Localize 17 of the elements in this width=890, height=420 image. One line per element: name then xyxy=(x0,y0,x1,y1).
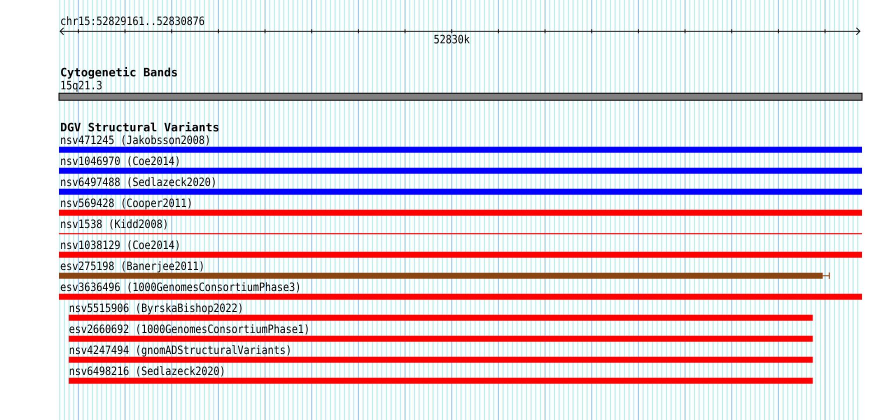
track-title: DGV Structural Variants xyxy=(60,122,218,132)
variant-label: nsv471245 (Jakobsson2008) xyxy=(61,135,209,146)
variant-label: esv2660692 (1000GenomesConsortiumPhase1) xyxy=(70,324,308,335)
variant-label: nsv1538 (Kidd2008) xyxy=(61,219,167,230)
variant-label: nsv4247494 (gnomADStructuralVariants) xyxy=(70,345,290,356)
variant-label: nsv6497488 (Sedlazeck2020) xyxy=(61,177,215,188)
variant-label: nsv1046970 (Coe2014) xyxy=(61,156,179,167)
track-title: Cytogenetic Bands xyxy=(61,66,177,79)
variant-label: nsv1038129 (Coe2014) xyxy=(61,240,179,251)
variant-label: esv275198 (Banerjee2011) xyxy=(60,261,203,272)
variant-label: nsv6498216 (Sedlazeck2020) xyxy=(70,366,224,377)
tick-label: 52830k xyxy=(434,34,470,44)
coordinate-label: chr15:52829161..52830876 xyxy=(61,16,204,26)
variant-label: esv3636496 (1000GenomesConsortiumPhase3) xyxy=(60,282,300,293)
band-label: 15q21.3 xyxy=(61,80,102,92)
variant-label: nsv5515906 (ByrskaBishop2022) xyxy=(70,303,242,314)
variant-label: nsv569428 (Cooper2011) xyxy=(61,198,191,210)
